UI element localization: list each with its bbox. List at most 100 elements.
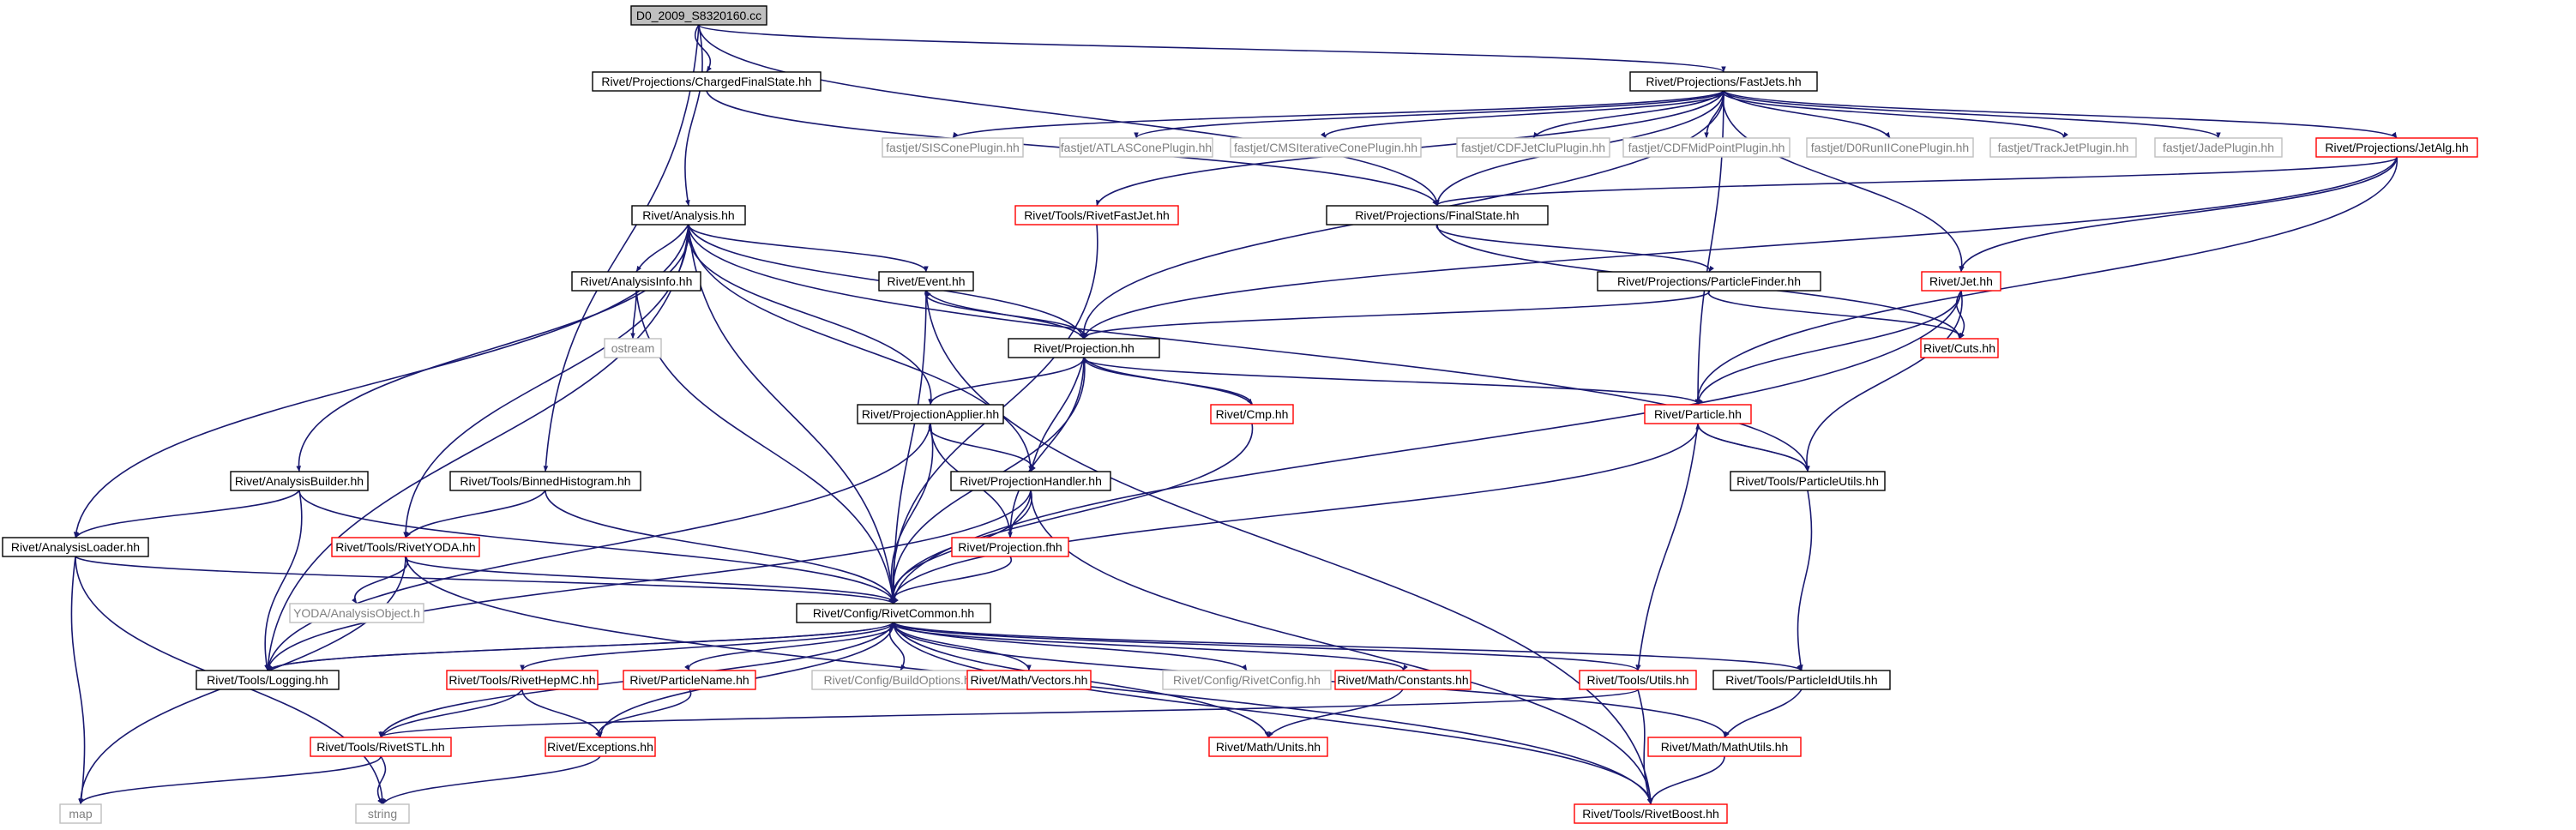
node-box-projapplier <box>857 404 1004 424</box>
node-siscone[interactable]: fastjet/SISConePlugin.hh <box>882 137 1024 158</box>
node-box-jetalg <box>2315 137 2478 158</box>
node-buildoptions[interactable]: Rivet/Config/BuildOptions.hh <box>811 670 990 690</box>
node-finalstate[interactable]: Rivet/Projections/FinalState.hh <box>1326 205 1549 226</box>
node-label-projapplier: Rivet/ProjectionApplier.hh <box>862 407 999 421</box>
node-label-projhandler: Rivet/ProjectionHandler.hh <box>960 474 1102 488</box>
node-cmp[interactable]: Rivet/Cmp.hh <box>1210 404 1294 424</box>
node-box-particleidutils <box>1712 670 1891 690</box>
node-box-particleutils <box>1730 471 1886 491</box>
edge-rivetcommon-to-rivetboost <box>893 622 1653 805</box>
edge-binnedhisto-to-rivetcommon <box>545 490 896 604</box>
edge-jet-to-particleutils <box>1804 290 1963 472</box>
node-units[interactable]: Rivet/Math/Units.hh <box>1208 737 1328 757</box>
edge-particlename-to-exceptions <box>595 689 692 738</box>
edge-rivetcommon-to-vectors <box>893 622 1032 671</box>
node-cuts[interactable]: Rivet/Cuts.hh <box>1920 338 1999 358</box>
node-box-analysisloader <box>2 537 149 557</box>
node-trackjet[interactable]: fastjet/TrackJetPlugin.hh <box>1989 137 2137 158</box>
node-label-cmp: Rivet/Cmp.hh <box>1216 407 1289 421</box>
edge-particleidutils-to-mathutils <box>1724 689 1803 738</box>
node-label-projection: Rivet/Projection.hh <box>1033 341 1135 355</box>
node-analysis[interactable]: Rivet/Analysis.hh <box>631 205 746 226</box>
node-jetalg[interactable]: Rivet/Projections/JetAlg.hh <box>2315 137 2478 158</box>
edge-particleutils-to-particle <box>1695 423 1809 472</box>
node-label-siscone: fastjet/SISConePlugin.hh <box>886 141 1020 154</box>
node-box-exceptions <box>545 737 656 757</box>
node-projection[interactable]: Rivet/Projection.hh <box>1008 338 1160 358</box>
node-constants[interactable]: Rivet/Math/Constants.hh <box>1334 670 1472 690</box>
node-particlefinder[interactable]: Rivet/Projections/ParticleFinder.hh <box>1597 271 1821 292</box>
node-rivetcommon[interactable]: Rivet/Config/RivetCommon.hh <box>796 603 991 623</box>
edge-rivetyoda-to-rivetcommon <box>405 556 899 604</box>
node-projfhh[interactable]: Rivet/Projection.fhh <box>951 537 1069 557</box>
node-utils[interactable]: Rivet/Tools/Utils.hh <box>1579 670 1697 690</box>
node-jade[interactable]: fastjet/JadePlugin.hh <box>2154 137 2283 158</box>
node-cdfmid[interactable]: fastjet/CDFMidPointPlugin.hh <box>1622 137 1791 158</box>
node-mathutils[interactable]: Rivet/Math/MathUtils.hh <box>1647 737 1802 757</box>
node-cmsiter[interactable]: fastjet/CMSIterativeConePlugin.hh <box>1230 137 1422 158</box>
edge-mathutils-to-rivetboost <box>1648 755 1725 805</box>
node-exceptions[interactable]: Rivet/Exceptions.hh <box>545 737 656 757</box>
node-rivetconfig[interactable]: Rivet/Config/RivetConfig.hh <box>1162 670 1332 690</box>
node-box-yodaobj <box>289 603 424 623</box>
node-vectors[interactable]: Rivet/Math/Vectors.hh <box>966 670 1092 690</box>
node-label-vectors: Rivet/Math/Vectors.hh <box>971 673 1088 687</box>
edge-rivetcommon-to-rivethepmc <box>520 622 894 671</box>
node-box-rivetfastjet <box>1014 205 1179 226</box>
node-particleutils[interactable]: Rivet/Tools/ParticleUtils.hh <box>1730 471 1886 491</box>
edge-root-to-fastjets <box>698 24 1726 73</box>
node-analysisbuilder[interactable]: Rivet/AnalysisBuilder.hh <box>230 471 369 491</box>
node-atlascone[interactable]: fastjet/ATLASConePlugin.hh <box>1059 137 1213 158</box>
node-d0run2[interactable]: fastjet/D0RunIIConePlugin.hh <box>1806 137 1974 158</box>
node-label-rivetboost: Rivet/Tools/RivetBoost.hh <box>1582 807 1719 821</box>
node-box-projection <box>1008 338 1160 358</box>
node-analysisloader[interactable]: Rivet/AnalysisLoader.hh <box>2 537 149 557</box>
node-particle[interactable]: Rivet/Particle.hh <box>1644 404 1752 424</box>
node-box-rivetboost <box>1574 803 1728 824</box>
node-box-particlefinder <box>1597 271 1821 292</box>
node-layer: D0_2009_S8320160.ccRivet/Projections/Cha… <box>2 5 2478 824</box>
node-label-binnedhisto: Rivet/Tools/BinnedHistogram.hh <box>460 474 630 488</box>
node-rivetstl[interactable]: Rivet/Tools/RivetSTL.hh <box>310 737 452 757</box>
node-root[interactable]: D0_2009_S8320160.cc <box>630 5 767 26</box>
node-cdfjetclu[interactable]: fastjet/CDFJetCluPlugin.hh <box>1456 137 1610 158</box>
edge-fastjets-to-jade <box>1723 90 2221 139</box>
node-box-d0run2 <box>1806 137 1974 158</box>
node-box-binnedhisto <box>449 471 641 491</box>
edge-projection-to-particle <box>1083 357 1703 406</box>
node-projhandler[interactable]: Rivet/ProjectionHandler.hh <box>950 471 1111 491</box>
edge-logging-to-rivetcommon <box>267 622 894 671</box>
edge-fastjets-to-jet <box>1722 90 1965 273</box>
node-event[interactable]: Rivet/Event.hh <box>878 271 974 292</box>
node-label-analysisloader: Rivet/AnalysisLoader.hh <box>11 540 140 554</box>
node-projapplier[interactable]: Rivet/ProjectionApplier.hh <box>857 404 1004 424</box>
node-particlename[interactable]: Rivet/ParticleName.hh <box>623 670 756 690</box>
node-binnedhisto[interactable]: Rivet/Tools/BinnedHistogram.hh <box>449 471 641 491</box>
node-rivetyoda[interactable]: Rivet/Tools/RivetYODA.hh <box>331 537 480 557</box>
node-label-fastjets: Rivet/Projections/FastJets.hh <box>1646 75 1801 88</box>
node-rivethepmc[interactable]: Rivet/Tools/RivetHepMC.hh <box>446 670 599 690</box>
node-logging[interactable]: Rivet/Tools/Logging.hh <box>196 670 340 690</box>
node-fastjets[interactable]: Rivet/Projections/FastJets.hh <box>1629 71 1818 92</box>
node-map[interactable]: map <box>59 803 102 824</box>
node-rivetboost[interactable]: Rivet/Tools/RivetBoost.hh <box>1574 803 1728 824</box>
edge-projfhh-to-rivetcommon <box>888 556 1013 604</box>
node-rivetfastjet[interactable]: Rivet/Tools/RivetFastJet.hh <box>1014 205 1179 226</box>
node-label-cdfmid: fastjet/CDFMidPointPlugin.hh <box>1628 141 1785 154</box>
edge-exceptions-to-string <box>382 755 601 805</box>
edge-rivetcommon-to-utils <box>893 622 1640 671</box>
node-box-mathutils <box>1647 737 1802 757</box>
node-box-projhandler <box>950 471 1111 491</box>
node-chargedfs[interactable]: Rivet/Projections/ChargedFinalState.hh <box>592 71 822 92</box>
edge-rivethepmc-to-exceptions <box>521 689 603 738</box>
node-ostream[interactable]: ostream <box>604 338 662 358</box>
node-analysisinfo[interactable]: Rivet/AnalysisInfo.hh <box>571 271 701 292</box>
node-yodaobj[interactable]: YODA/AnalysisObject.h <box>289 603 424 623</box>
node-string[interactable]: string <box>355 803 410 824</box>
node-particleidutils[interactable]: Rivet/Tools/ParticleIdUtils.hh <box>1712 670 1891 690</box>
node-jet[interactable]: Rivet/Jet.hh <box>1921 271 2001 292</box>
edge-analysisloader-to-map <box>70 556 86 805</box>
node-box-jade <box>2154 137 2283 158</box>
node-box-logging <box>196 670 340 690</box>
